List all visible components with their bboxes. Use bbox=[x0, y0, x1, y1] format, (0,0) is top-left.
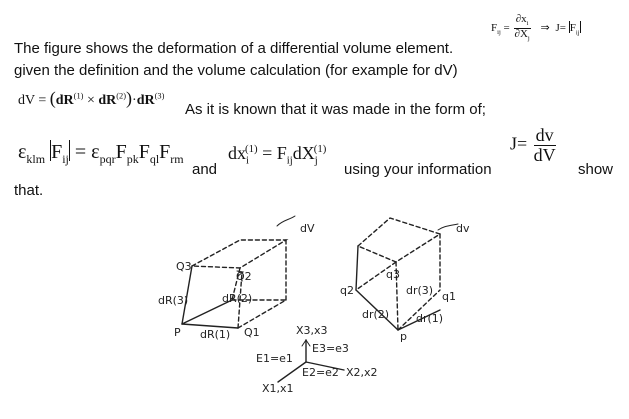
axis-label-E2: E2=e2 bbox=[302, 366, 339, 379]
label-dr3: dr(3) bbox=[406, 284, 433, 297]
intro-line-2: given the definition and the volume calc… bbox=[14, 62, 458, 79]
label-dR3: dR(3) bbox=[158, 294, 188, 307]
header-F: Fij bbox=[491, 22, 501, 37]
label-q3: q3 bbox=[386, 268, 400, 281]
intro-line-1: The figure shows the deformation of a di… bbox=[14, 40, 454, 57]
label-q2: q2 bbox=[340, 284, 354, 297]
that-word: that. bbox=[14, 182, 44, 199]
axis-label-E1: E1=e1 bbox=[256, 352, 293, 365]
epsilon-formula: εklm Fij = εpqrFpkFqlFrm bbox=[18, 140, 184, 166]
dv-formula: dV = (dR(1) × dR(2))·dR(3) bbox=[18, 88, 165, 108]
header-formula: Fij = ∂xi ∂Xj ⇒ J= Fij bbox=[491, 13, 581, 43]
label-dR1: dR(1) bbox=[200, 328, 230, 341]
label-Q2: Q2 bbox=[236, 270, 252, 283]
label-Q3: Q3 bbox=[176, 260, 192, 273]
intro-line-3: As it is known that it was made in the f… bbox=[185, 101, 486, 118]
label-p: p bbox=[400, 330, 407, 343]
axis-label-X3: X3,x3 bbox=[296, 324, 328, 337]
header-fraction: ∂xi ∂Xj bbox=[513, 13, 531, 43]
label-P: P bbox=[174, 326, 181, 339]
axis-label-X2: X2,x2 bbox=[346, 366, 378, 379]
axis-label-E3: E3=e3 bbox=[312, 342, 349, 355]
label-dR2: dR(2) bbox=[222, 292, 252, 305]
label-dr2: dr(2) bbox=[362, 308, 389, 321]
label-right-dv: dv bbox=[456, 222, 470, 235]
label-left-dV: dV bbox=[300, 222, 315, 235]
axis-label-X1: X1,x1 bbox=[262, 382, 294, 395]
using-info-text: using your information bbox=[344, 161, 492, 178]
show-word: show bbox=[578, 161, 614, 178]
label-Q1: Q1 bbox=[244, 326, 260, 339]
label-dr1: dr(1) bbox=[416, 312, 443, 325]
label-q1: q1 bbox=[442, 290, 456, 303]
coordinate-axes bbox=[277, 339, 345, 383]
deformed-volume-element bbox=[355, 217, 459, 331]
and-word: and bbox=[192, 161, 218, 178]
dx-formula: dxi(1) = FijdXj(1) bbox=[228, 143, 327, 167]
J-formula: J= dv dV bbox=[510, 125, 556, 165]
undeformed-volume-element bbox=[181, 215, 296, 329]
